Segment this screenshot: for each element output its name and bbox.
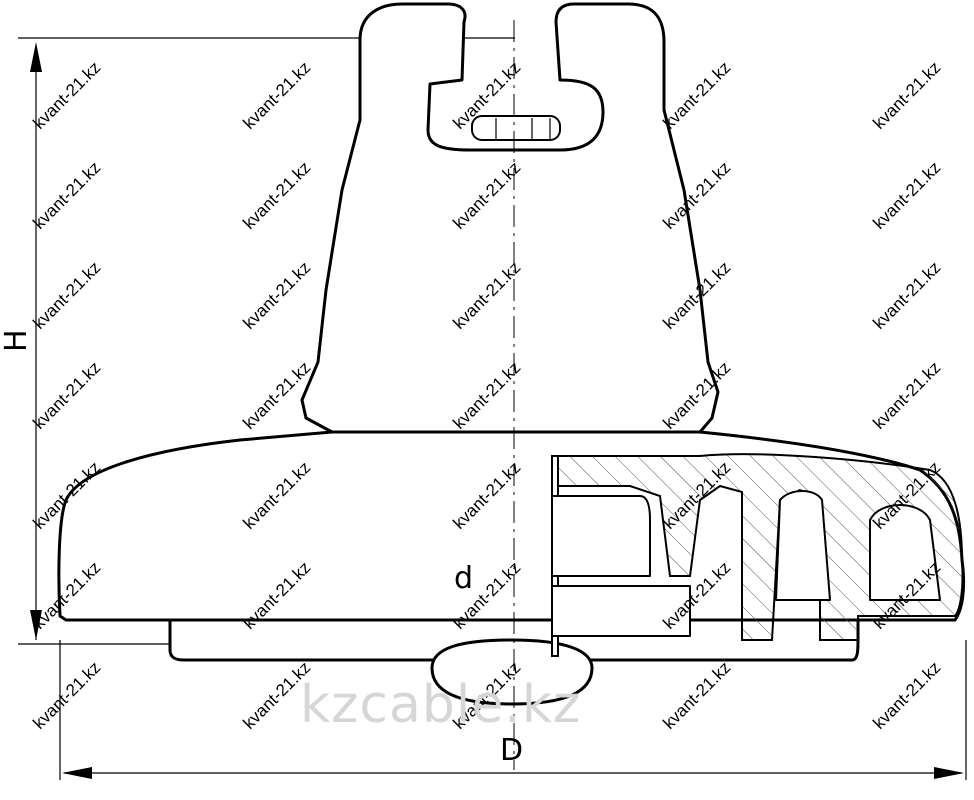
watermark-text: kvant-21.kz [29,158,104,233]
watermark-text: kvant-21.kz [659,58,734,133]
watermark-text: kvant-21.kz [29,358,104,433]
watermark-text: kvant-21.kz [239,158,314,233]
watermark-text: kvant-21.kz [869,158,944,233]
dimension-label-height: H [0,329,34,352]
cap [300,2,720,434]
watermark-text: kvant-21.kz [869,658,944,733]
cross-section [551,453,964,657]
dimension-label-pin: d [454,561,473,596]
watermark-text: kvant-21.kz [869,58,944,133]
watermark-text: kvant-21.kz [869,358,944,433]
dimension-label-diameter: D [500,733,523,768]
watermark-text: kvant-21.kz [29,658,104,733]
watermark-text: kvant-21.kz [659,658,734,733]
watermark-text: kvant-21.kz [239,258,314,333]
watermark-text: kvant-21.kz [869,258,944,333]
watermark-center: kzcable.kz [300,675,581,735]
watermark-text: kvant-21.kz [29,258,104,333]
watermark-text: kvant-21.kz [239,58,314,133]
